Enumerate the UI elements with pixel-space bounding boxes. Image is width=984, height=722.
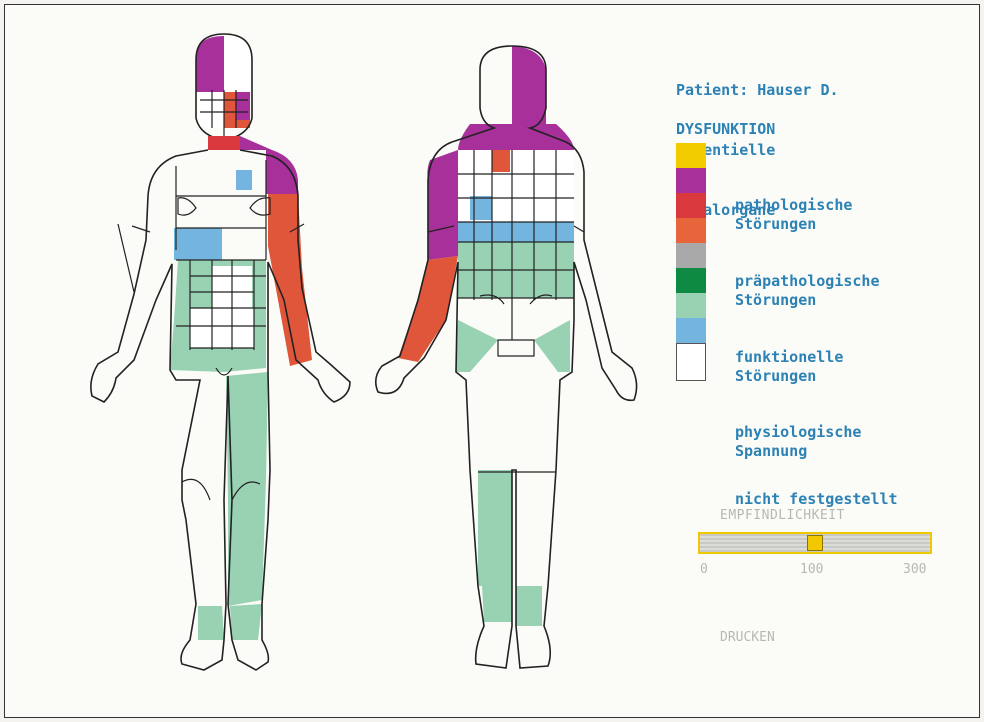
back-head-right[interactable]	[512, 46, 546, 126]
sensitivity-title: EMPFINDLICHKEIT	[720, 508, 845, 523]
legend-swatch-white	[676, 343, 706, 381]
legend-swatch-blue	[676, 318, 706, 343]
front-right-foot[interactable]	[230, 604, 262, 640]
legend-swatch-gray	[676, 243, 706, 268]
front-figure	[91, 34, 350, 670]
print-button[interactable]: DRUCKEN	[720, 630, 775, 645]
sensitivity-slider-handle[interactable]	[807, 535, 823, 551]
patient-name: Patient: Hauser D.	[676, 80, 839, 100]
sensitivity-max-label: 300	[903, 562, 926, 577]
front-left-foot[interactable]	[198, 606, 224, 640]
front-chest-blue[interactable]	[236, 170, 252, 190]
legend-swatch-magenta	[676, 168, 706, 193]
front-abdomen-blue[interactable]	[174, 228, 222, 260]
back-figure	[376, 46, 637, 668]
sensitivity-min-label: 0	[700, 562, 708, 577]
back-heel-right[interactable]	[516, 586, 542, 626]
legend-swatch-green	[676, 268, 706, 293]
back-upper-back[interactable]	[458, 124, 574, 150]
legend-title: DYSFUNKTION	[676, 120, 775, 138]
front-face-left[interactable]	[198, 92, 224, 128]
back-calf-left[interactable]	[478, 470, 512, 586]
back-buttocks-left[interactable]	[456, 320, 498, 372]
sensitivity-mid-label: 100	[800, 562, 823, 577]
front-abdomen-white2[interactable]	[190, 308, 254, 348]
front-face-right2[interactable]	[236, 92, 250, 120]
front-right-arm[interactable]	[268, 194, 312, 366]
back-upper-back-red[interactable]	[492, 150, 510, 172]
legend-swatch-yellow	[676, 143, 706, 168]
legend-swatch-red	[676, 193, 706, 218]
back-upper-back-blue[interactable]	[470, 196, 492, 220]
legend-swatch-orange	[676, 218, 706, 243]
legend-swatch-mint	[676, 293, 706, 318]
back-buttocks-right[interactable]	[534, 320, 570, 372]
front-neck[interactable]	[208, 136, 240, 150]
legend-color-bar	[676, 143, 706, 381]
sensitivity-slider[interactable]	[698, 532, 932, 554]
back-heel-left[interactable]	[482, 586, 512, 622]
